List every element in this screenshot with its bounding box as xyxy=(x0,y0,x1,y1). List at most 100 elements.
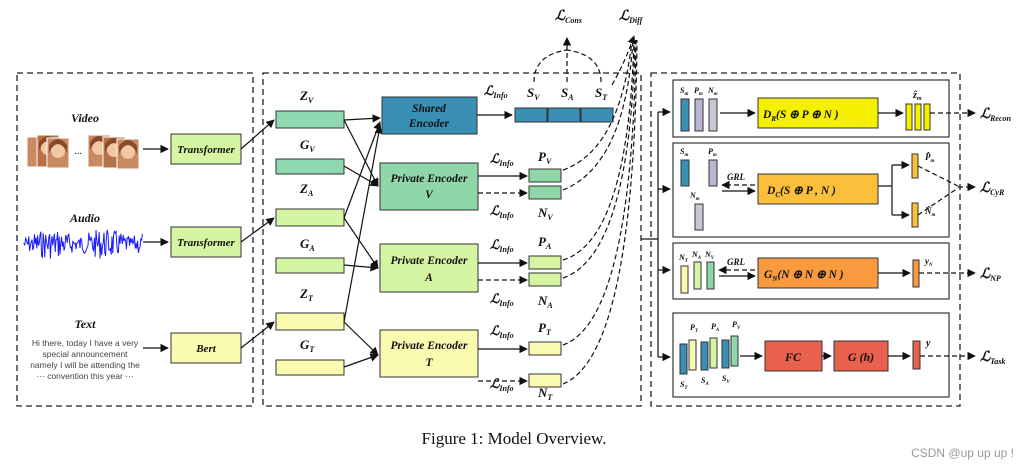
text-sample-line-1: Hi there, today I have a very xyxy=(32,338,139,348)
pv-label: PV xyxy=(538,149,552,166)
video-frames-image xyxy=(26,134,140,170)
shared-encoder-label-1: Shared xyxy=(412,103,446,115)
np-nt-label: NT xyxy=(678,253,689,264)
decoder-c-label: DC(S ⊕ P , N ) xyxy=(766,185,836,199)
y-label: y xyxy=(925,338,931,349)
private-encoder-t-box xyxy=(379,329,479,378)
cyr-s-label: Sm xyxy=(680,147,688,158)
recon-hat-label: ẑm xyxy=(912,90,922,102)
l-cons: ℒCons xyxy=(555,9,582,25)
zv-bar xyxy=(275,110,345,129)
task-out-bar xyxy=(912,340,921,370)
nt-bar xyxy=(528,373,562,388)
task-block xyxy=(672,312,950,398)
decoder-panel xyxy=(650,72,961,407)
l-info-nt: ℒInfo xyxy=(490,376,514,393)
task-sv-bar xyxy=(721,339,730,369)
recon-s-label: Sm xyxy=(680,86,688,97)
yn-label: yN xyxy=(924,256,933,268)
l-diff: ℒDiff xyxy=(619,9,644,25)
ga-label: GA xyxy=(300,236,315,253)
video-label: Video xyxy=(71,111,99,125)
pa-bar xyxy=(528,255,562,270)
np-nt-bar xyxy=(680,265,689,294)
recon-block xyxy=(672,79,950,138)
shared-encoder-box xyxy=(381,96,478,135)
gh-label: G (h) xyxy=(848,350,874,364)
l-recon: ℒRecon xyxy=(980,107,1012,123)
st-label: ST xyxy=(595,85,608,102)
l-task: ℒTask xyxy=(980,350,1005,366)
recon-n-bar xyxy=(708,98,718,132)
zt-bar xyxy=(275,312,345,331)
task-sv-label: SV xyxy=(722,374,730,385)
recon-s-bar xyxy=(680,98,690,132)
sv-label: SV xyxy=(527,85,540,102)
pt-label: PT xyxy=(538,320,552,337)
cyr-hat-p-label: P̂m xyxy=(925,151,935,164)
recon-out-bar-1 xyxy=(905,103,913,131)
cyr-out-bar-1 xyxy=(911,153,919,179)
text-label: Text xyxy=(75,317,97,331)
cyr-block xyxy=(672,142,950,238)
private-encoder-v-label: Private Encoder xyxy=(391,173,468,185)
video-transformer-label: Transformer xyxy=(177,144,235,156)
task-sa-label: SA xyxy=(701,376,709,387)
private-encoder-t-modality: T xyxy=(425,357,433,369)
private-encoder-a-box xyxy=(379,243,479,293)
l-info-pv: ℒInfo xyxy=(490,151,514,168)
np-na-label: NA xyxy=(691,250,702,261)
nt-label: NT xyxy=(537,385,553,402)
cyr-s-bar xyxy=(680,159,690,187)
st-bar xyxy=(580,107,614,123)
grl-label-2: GRL xyxy=(727,257,746,267)
l-info-pt: ℒInfo xyxy=(490,323,514,340)
fc-box xyxy=(764,340,823,372)
l-np: ℒNP xyxy=(980,267,1001,283)
shared-encoder-label-2: Encoder xyxy=(408,118,450,130)
bert-box xyxy=(170,332,242,364)
zv-label: ZV xyxy=(299,88,314,105)
audio-label: Audio xyxy=(69,211,100,225)
pa-label: PA xyxy=(538,234,552,251)
decoder-r-box xyxy=(757,97,879,129)
text-sample-line-3: namely I will be attending the xyxy=(30,360,140,370)
fc-label: FC xyxy=(784,350,802,364)
recon-n-label: Nm xyxy=(707,86,718,97)
na-bar xyxy=(528,272,562,287)
sa-bar xyxy=(547,107,581,123)
nv-bar xyxy=(528,185,562,200)
sa-label: SA xyxy=(561,85,574,102)
audio-transformer-box xyxy=(170,226,242,258)
cyr-p-bar xyxy=(708,159,718,187)
task-pt-bar xyxy=(688,339,697,371)
private-encoder-a-modality: A xyxy=(424,272,433,284)
decoder-c-box xyxy=(757,173,879,205)
pt-bar xyxy=(528,341,562,356)
video-transformer-box xyxy=(170,133,242,165)
private-encoder-t-label: Private Encoder xyxy=(391,340,468,352)
task-sa-bar xyxy=(700,341,709,371)
frames-ellipsis: ··· xyxy=(74,149,82,160)
task-pv-bar xyxy=(730,335,739,367)
cyr-n-label: Nm xyxy=(689,191,700,202)
nv-label: NV xyxy=(537,205,553,222)
audio-transformer-label: Transformer xyxy=(177,237,235,249)
sv-bar xyxy=(514,107,548,123)
cyr-n-bar xyxy=(694,203,704,231)
np-na-bar xyxy=(693,261,702,290)
task-pv-label: PV xyxy=(732,320,741,331)
zt-label: ZT xyxy=(299,286,314,303)
cyr-out-bar-2 xyxy=(911,202,919,228)
generator-n-box xyxy=(757,257,879,289)
text-sample-line-2: special announcement xyxy=(42,349,128,359)
private-encoder-v-modality: V xyxy=(425,189,434,201)
l-info-pa: ℒInfo xyxy=(490,237,514,254)
za-label: ZA xyxy=(299,181,314,198)
generator-n-label: GN(N ⊕ N ⊕ N ) xyxy=(764,269,844,283)
pv-bar xyxy=(528,168,562,183)
decoder-r-label: DR(S ⊕ P ⊕ N ) xyxy=(762,109,839,123)
task-st-label: ST xyxy=(680,380,688,391)
gt-label: GT xyxy=(300,337,315,354)
csdn-watermark: CSDN @up up up ! xyxy=(911,446,1014,460)
